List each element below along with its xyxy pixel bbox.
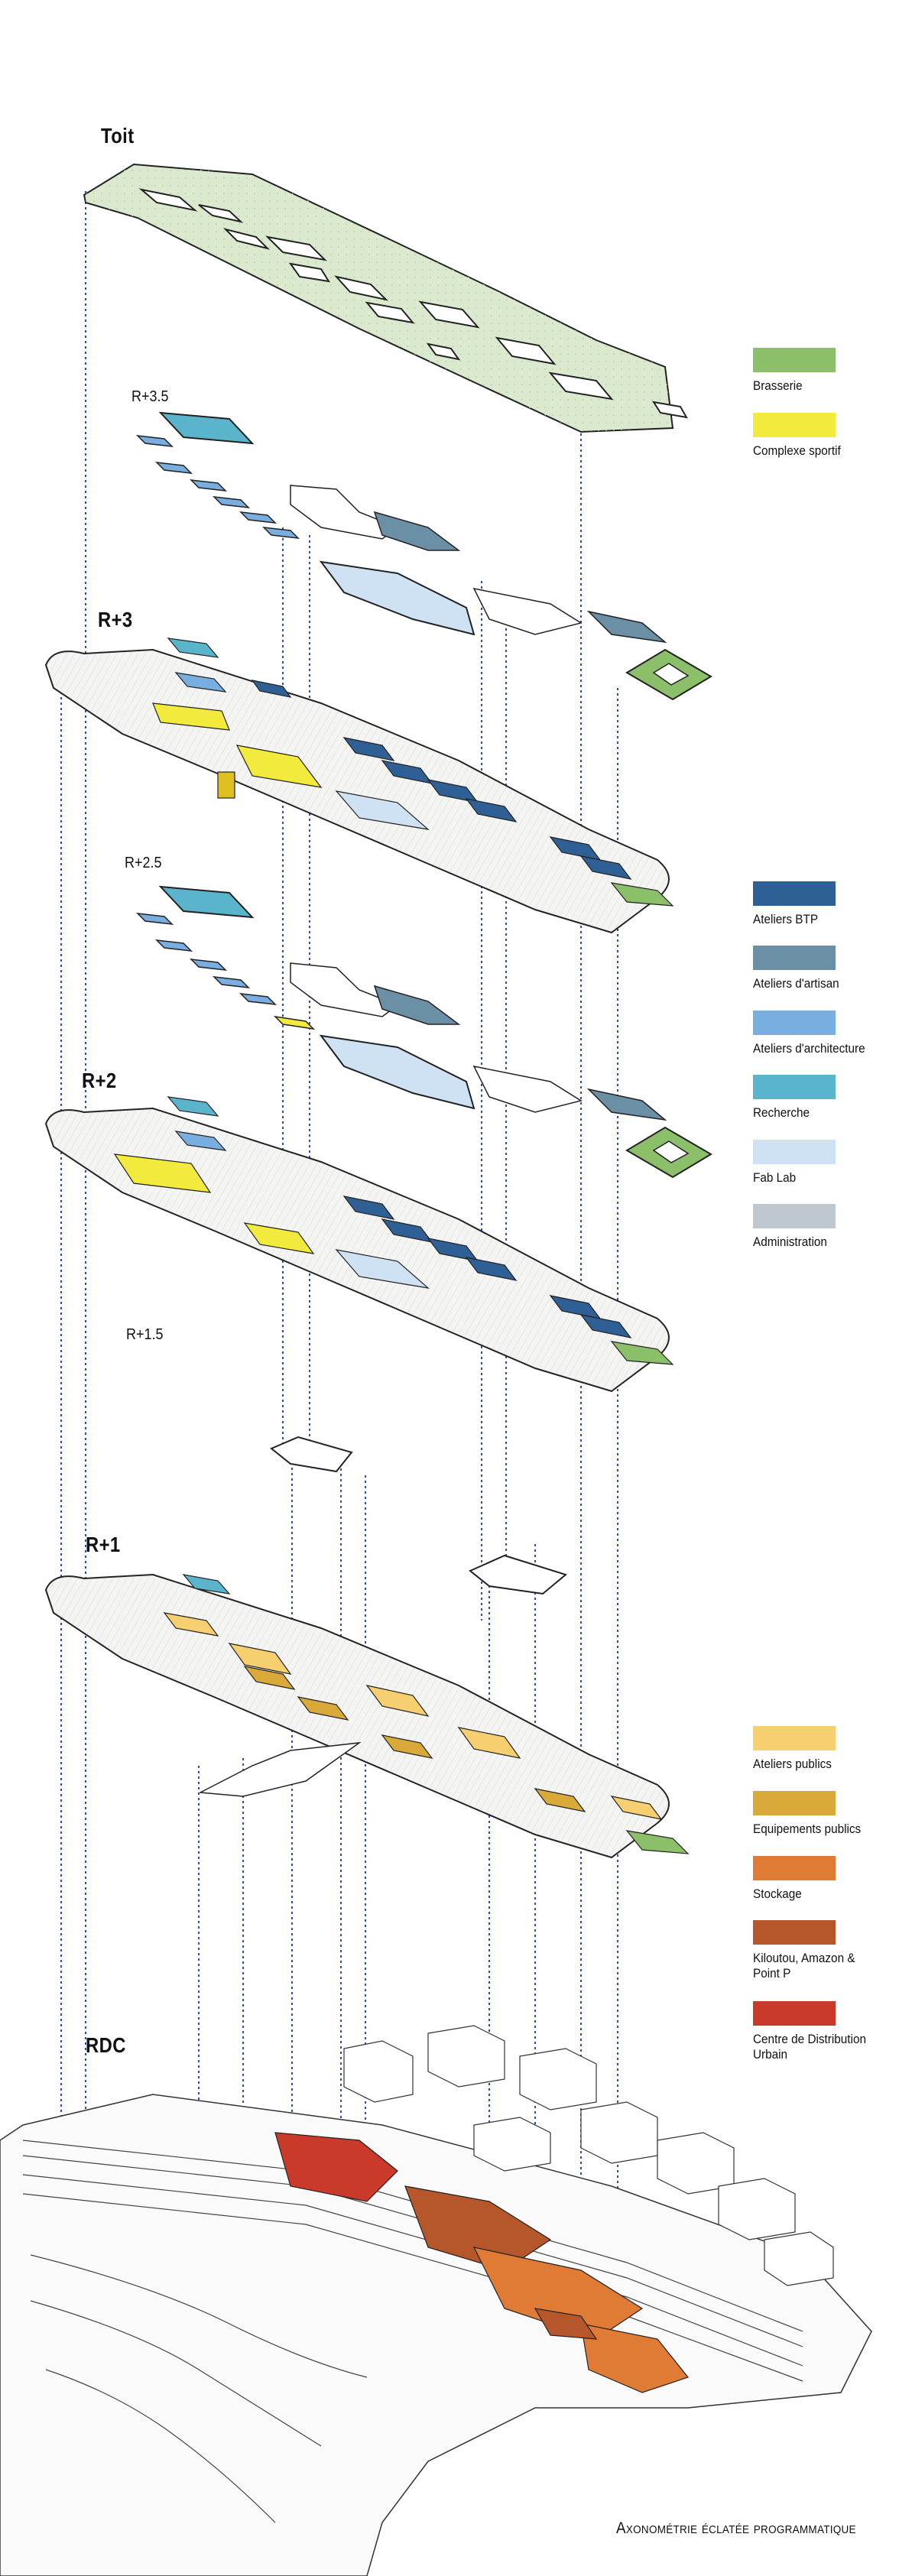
legend-swatch xyxy=(753,1204,836,1228)
legend-item: Kiloutou, Amazon & Point P xyxy=(753,1920,883,1981)
r2-level-floor xyxy=(44,1096,674,1393)
legend-label: Fab Lab xyxy=(753,1170,797,1185)
legend-item: Recherche xyxy=(753,1075,883,1121)
legend-item: Administration xyxy=(753,1204,883,1250)
legend-item: Centre de Distribution Urbain xyxy=(753,2001,883,2062)
roof-level-slab xyxy=(83,163,688,433)
legend-swatch xyxy=(753,2001,836,2026)
legend-label: Administration xyxy=(753,1234,827,1249)
legend-swatch xyxy=(753,348,836,372)
legend-item: Ateliers BTP xyxy=(753,881,883,927)
ground-connector xyxy=(198,1741,362,1797)
legend-swatch xyxy=(753,1791,836,1815)
figure-caption: Axonométrie éclatée programmatique xyxy=(616,2519,856,2537)
legend-item: Stockage xyxy=(753,1856,883,1902)
legend-label: Kiloutou, Amazon & Point P xyxy=(753,1951,855,1981)
level-label-r3: R+3 xyxy=(98,608,133,631)
legend-swatch xyxy=(753,1075,836,1099)
legend-label: Centre de Distribution Urbain xyxy=(753,2032,866,2062)
r25-level-mezzanine xyxy=(135,885,712,1179)
level-label-rdc: RDC xyxy=(86,2033,126,2057)
legend-swatch xyxy=(753,1856,836,1880)
rdc-level-ground xyxy=(0,2025,872,2576)
level-label-r35: R+3.5 xyxy=(131,388,169,405)
legend-label: Ateliers d'artisan xyxy=(753,976,839,991)
legend-label: Complexe sportif xyxy=(753,443,841,458)
legend-label: Ateliers publics xyxy=(753,1757,832,1771)
legend-swatch xyxy=(753,1920,836,1945)
legend-swatch xyxy=(753,1140,836,1164)
legend-label: Brasserie xyxy=(753,378,803,393)
legend-item: Ateliers d'architecture xyxy=(753,1011,883,1056)
legend-label: Ateliers BTP xyxy=(753,912,819,926)
legend-swatch xyxy=(753,413,836,437)
legend-label: Ateliers d'architecture xyxy=(753,1041,865,1056)
legend-label: Equipements publics xyxy=(753,1822,862,1836)
legend-item: Equipements publics xyxy=(753,1791,883,1837)
legend-item: Ateliers d'artisan xyxy=(753,946,883,991)
legend-item: Fab Lab xyxy=(753,1140,883,1186)
r35-level-mezzanine xyxy=(135,411,712,701)
r15-level-mezzanine xyxy=(270,1436,568,1595)
legend-swatch xyxy=(753,946,836,970)
legend-swatch xyxy=(753,1011,836,1035)
level-label-r25: R+2.5 xyxy=(125,855,162,871)
r3-level-floor xyxy=(44,638,674,934)
level-label-toit: Toit xyxy=(101,124,135,148)
level-label-r15: R+1.5 xyxy=(126,1326,164,1343)
legend-item: Complexe sportif xyxy=(753,413,883,459)
legend-item: Brasserie xyxy=(753,348,883,394)
legend-swatch xyxy=(753,881,836,906)
legend-label: Recherche xyxy=(753,1105,810,1120)
legend-label: Stockage xyxy=(753,1887,802,1901)
legend-item: Ateliers publics xyxy=(753,1726,883,1772)
level-label-r2: R+2 xyxy=(82,1069,117,1092)
legend-swatch xyxy=(753,1726,836,1750)
r1-level-floor xyxy=(44,1573,690,1859)
level-label-r1: R+1 xyxy=(86,1533,121,1556)
